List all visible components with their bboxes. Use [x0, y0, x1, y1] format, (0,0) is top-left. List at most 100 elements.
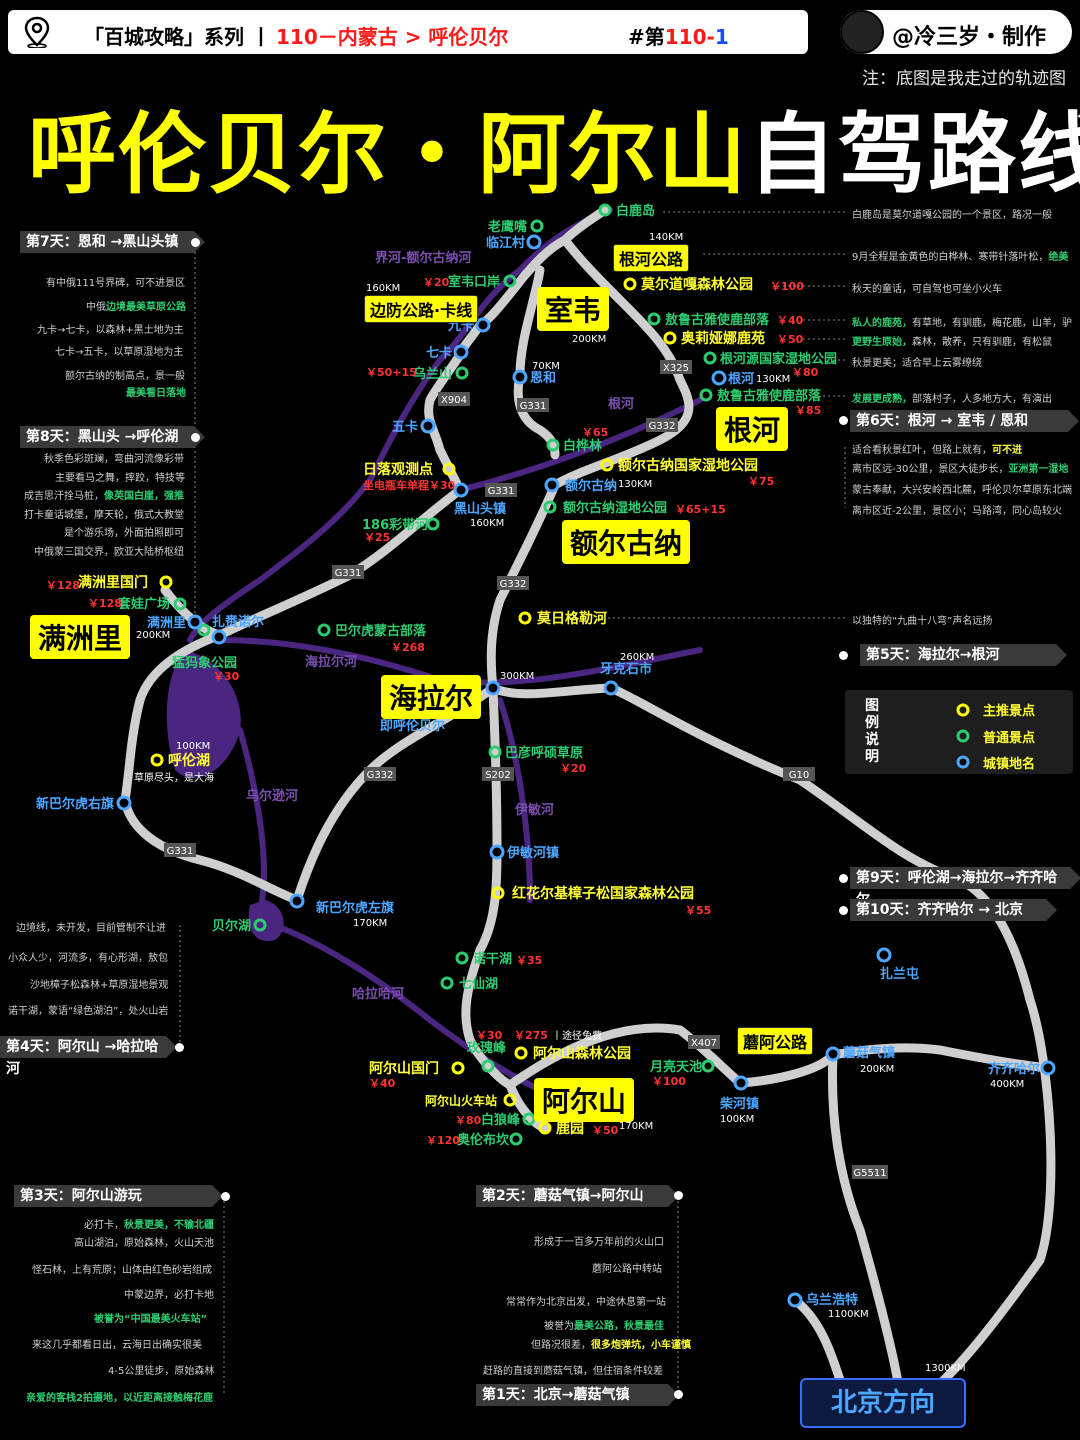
main-spot-labels: 莫尔道嘎森林公园 奥莉娅娜鹿苑 额尔古纳国家湿地公园 日落观测点 满洲里国门 莫…: [78, 276, 765, 1137]
svg-text:X325: X325: [663, 363, 689, 374]
svg-text:1100KM: 1100KM: [828, 1309, 869, 1320]
day7-dot: [191, 238, 200, 247]
avatar: [840, 10, 884, 54]
svg-text:￥120: ￥120: [426, 1134, 460, 1147]
day2-note-3: 常常作为北京出发，中途休息第一站: [506, 1297, 666, 1308]
svg-text:阿尔山国门: 阿尔山国门: [369, 1060, 439, 1077]
road-box-border: 边防公路·卡线: [364, 295, 479, 323]
svg-text:阿尔山森林公园: 阿尔山森林公园: [533, 1045, 631, 1062]
series-label: 「百城攻略」系列 丨: [84, 25, 271, 49]
place-arxan: 阿尔山: [534, 1078, 635, 1122]
day2-note-1: 形成于一百多万年前的火山口: [534, 1237, 664, 1248]
right-note-2: 9月全程是金黄色的白桦林、寒带针落叶松，绝美: [852, 252, 1069, 263]
svg-text:巴尔虎蒙古部落: 巴尔虎蒙古部落: [335, 623, 427, 639]
price-labels: ￥20 ￥100 ￥40 ￥50 ￥80 ￥85 ￥50+15 ￥65 ￥75 …: [46, 276, 821, 1147]
svg-text:￥40: ￥40: [777, 314, 804, 327]
day8-note-5: 是个游乐场，外面拍照即可: [64, 528, 184, 539]
town-markers: [116, 234, 1056, 1308]
day8-note-4: 打卡童话城堡，摩天轮，俄式大教堂: [24, 510, 184, 521]
svg-text:￥128: ￥128: [88, 597, 122, 610]
svg-text:￥100: ￥100: [652, 1075, 686, 1088]
author-badge: @冷三岁・制作: [840, 10, 1072, 54]
day3-note-7: 4-5公里徒步，原始森林: [108, 1366, 215, 1377]
basemap-note: 注：底图是我走过的轨迹图: [862, 69, 1066, 89]
legend-icons: [956, 703, 970, 769]
day7-note-3: 九卡→七卡，以森林+黑土地为主: [37, 325, 184, 336]
svg-text:￥35: ￥35: [516, 954, 542, 967]
svg-text:￥30: ￥30: [213, 670, 240, 683]
right-note-7: 发展更成熟，部落村子，人多地方大，有演出: [852, 394, 1052, 405]
day1-label: 第1天：北京→蘑菇气镇: [476, 1384, 679, 1406]
svg-text:根河: 根河: [728, 371, 754, 387]
day7-note-1: 有中俄111号界碑，可不进景区: [46, 278, 186, 289]
svg-text:乌兰山: 乌兰山: [413, 366, 452, 382]
day9-dot: [839, 874, 848, 883]
day10-label: 第10天：齐齐哈尔 → 北京: [850, 899, 1057, 921]
header-bar: 「百城攻略」系列 丨 110－内蒙古 > 呼伦贝尔 #第110-1期/1000: [8, 10, 808, 78]
rivers: [187, 207, 703, 1093]
svg-text:呼伦湖: 呼伦湖: [168, 752, 210, 769]
svg-text:新巴尔虎右旗: 新巴尔虎右旗: [36, 796, 114, 812]
svg-text:X904: X904: [441, 395, 467, 406]
day2-note-4: 被誉为最美公路，秋景最佳: [544, 1321, 664, 1332]
svg-text:根河源国家湿地公园: 根河源国家湿地公园: [720, 351, 837, 367]
legend-town: 城镇地名: [983, 757, 1036, 772]
river-labels: 界河-额尔古纳河 根河 海拉尔河 乌尔逊河 伊敏河 哈拉哈河: [246, 250, 634, 1002]
svg-text:200KM: 200KM: [860, 1064, 894, 1075]
svg-text:200KM: 200KM: [136, 630, 170, 641]
road-box-moa: 蘑阿公路: [737, 1027, 814, 1055]
svg-text:莫日格勒河: 莫日格勒河: [536, 610, 607, 627]
svg-text:蘑菇气镇: 蘑菇气镇: [843, 1045, 895, 1061]
svg-text:乌兰浩特: 乌兰浩特: [806, 1292, 858, 1308]
day8-dot: [191, 433, 200, 442]
svg-text:130KM: 130KM: [756, 374, 790, 385]
day2-note-2: 蘑阿公路中转站: [592, 1264, 662, 1275]
day2-label: 第2天：蘑菇气镇→阿尔山: [476, 1185, 679, 1207]
road-shields: X904 G331 G331 G331 G331 X325 G332 G332 …: [164, 360, 888, 1179]
day4-note-1: 边境线，未开发，目前管制不让进: [16, 923, 166, 934]
day10-dot: [839, 906, 848, 915]
hulun-lake-note: 草原尽头，是大海: [134, 771, 214, 784]
svg-text:套娃广场: 套娃广场: [117, 596, 170, 612]
beijing-direction: 北京方向: [800, 1378, 966, 1428]
legend-town-icon: [956, 755, 970, 769]
svg-text:柴河镇: 柴河镇: [719, 1096, 759, 1112]
svg-text:X407: X407: [691, 1038, 717, 1049]
author-name: @冷三岁・制作: [892, 25, 1047, 50]
svg-text:140KM: 140KM: [649, 232, 683, 243]
svg-text:老鹰嘴: 老鹰嘴: [487, 219, 527, 235]
day4-note-2: 小众人少，河流多，有心形湖，敖包: [8, 953, 168, 964]
road-box-genhe: 根河公路: [613, 244, 690, 272]
svg-text:贝尔湖: 贝尔湖: [212, 918, 251, 934]
buir-lake: [248, 900, 284, 941]
right-note-1: 白鹿岛是莫尔道嘎公园的一个景区，路况一般: [852, 210, 1052, 221]
svg-text:阿尔山火车站: 阿尔山火车站: [425, 1093, 497, 1108]
svg-text:日落观测点: 日落观测点: [363, 461, 433, 478]
svg-text:海拉尔河: 海拉尔河: [305, 654, 357, 670]
svg-text:G331: G331: [167, 846, 194, 857]
svg-text:￥50: ￥50: [777, 333, 804, 346]
svg-text:￥20: ￥20: [560, 762, 587, 775]
roads: [120, 205, 1056, 1405]
right-note-3: 秋天的童话，可自驾也可坐小火车: [852, 284, 1002, 295]
svg-text:鹿园: 鹿园: [555, 1120, 584, 1137]
svg-text:￥50: ￥50: [592, 1124, 619, 1137]
place-erguna: 额尔古纳: [562, 520, 691, 564]
svg-text:G332: G332: [649, 421, 676, 432]
svg-text:￥65: ￥65: [582, 426, 608, 439]
svg-text:额尔古纳: 额尔古纳: [565, 478, 617, 494]
svg-text:齐齐哈尔: 齐齐哈尔: [988, 1061, 1040, 1077]
day6-note-2: 离市区远-30公里，景区大徒步长，亚洲第一湿地: [852, 464, 1069, 475]
svg-text:额尔古纳湿地公园: 额尔古纳湿地公园: [563, 500, 667, 516]
svg-text:额尔古纳国家湿地公园: 额尔古纳国家湿地公园: [618, 457, 758, 474]
svg-text:￥268: ￥268: [391, 641, 425, 654]
svg-text:￥30: ￥30: [476, 1029, 503, 1042]
breadcrumb: 110－内蒙古 > 呼伦贝尔: [276, 25, 509, 49]
day1-dot: [674, 1390, 683, 1399]
svg-text:玫瑰峰: 玫瑰峰: [467, 1040, 507, 1056]
day3-note-3: 怪石林，上有荒原；山体由红色砂岩组成: [32, 1265, 212, 1276]
day3-note-8: 亲爱的客栈2拍摄地，以近距离接触梅花鹿: [26, 1393, 213, 1404]
place-genhe: 根河: [716, 407, 789, 451]
day5-label: 第5天：海拉尔→根河: [860, 644, 1067, 666]
svg-text:￥85: ￥85: [795, 404, 821, 417]
